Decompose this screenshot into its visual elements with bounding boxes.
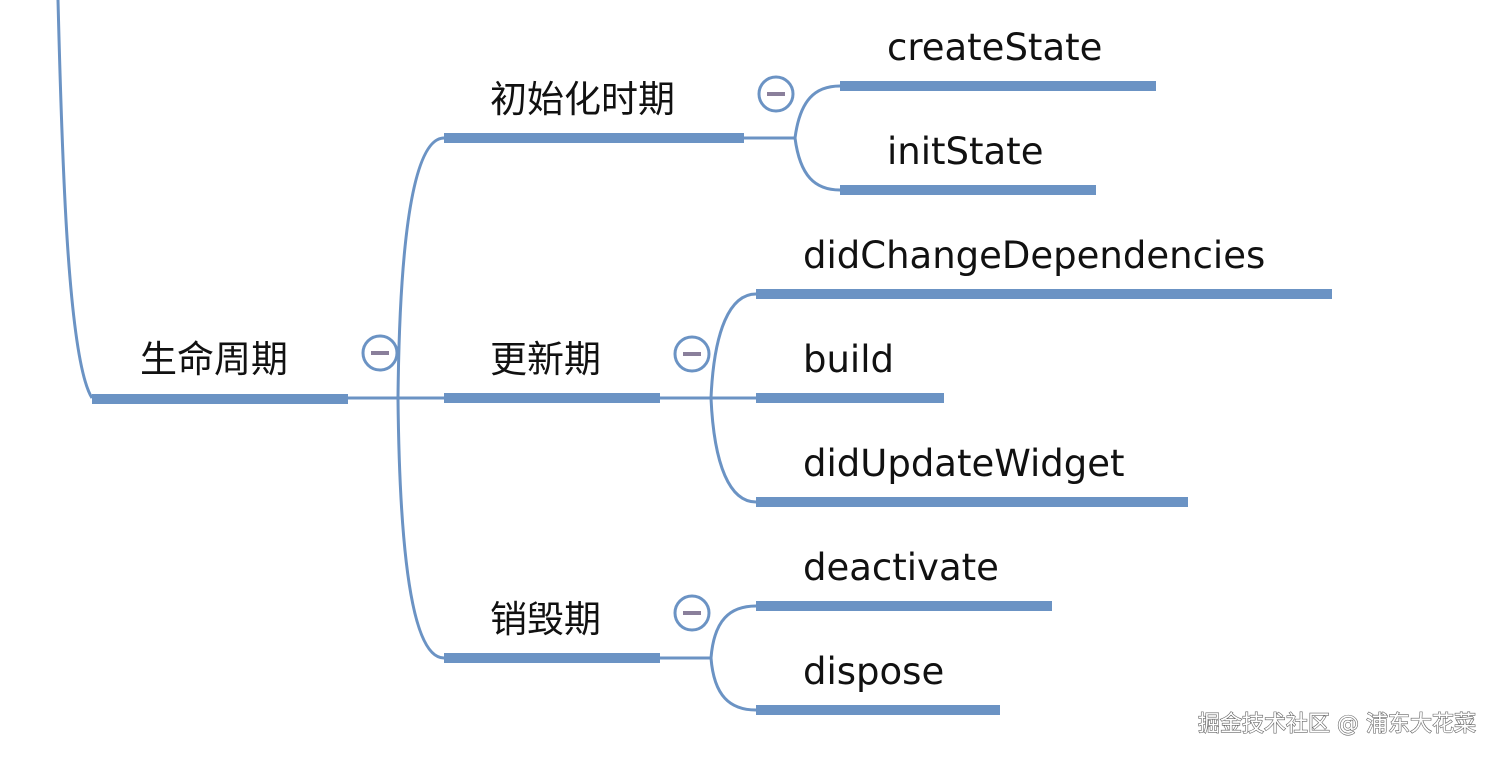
branch-update: 更新期 didChangeDependencies build didUpdat…	[444, 234, 1332, 507]
branch-destroy: 销毁期 deactivate dispose	[444, 546, 1052, 715]
destroy-connectors	[660, 604, 757, 712]
parent-connector	[56, 0, 94, 399]
leaf-initState[interactable]: initState	[840, 130, 1096, 195]
node-update-underline	[444, 393, 660, 403]
update-collapse-toggle[interactable]	[673, 335, 711, 373]
node-init-underline	[444, 133, 744, 143]
minus-circle-icon	[371, 351, 389, 355]
leaf-build-label: build	[803, 338, 894, 381]
leaf-build-underline	[756, 393, 944, 403]
update-connectors	[660, 292, 757, 504]
root-connectors	[348, 136, 445, 660]
leaf-didUpdateWidget-underline	[756, 497, 1188, 507]
node-destroy[interactable]: 销毁期	[444, 598, 660, 663]
leaf-deactivate-label: deactivate	[803, 546, 999, 589]
minus-circle-icon	[683, 611, 701, 615]
leaf-createState-label: createState	[887, 26, 1102, 69]
leaf-createState-underline	[840, 81, 1156, 91]
node-update-label: 更新期	[490, 338, 601, 381]
root-node[interactable]: 生命周期	[92, 338, 348, 404]
leaf-initState-underline	[840, 185, 1096, 195]
leaf-deactivate[interactable]: deactivate	[756, 546, 1052, 611]
root-label: 生命周期	[140, 338, 288, 381]
node-init[interactable]: 初始化时期	[444, 78, 744, 143]
leaf-dispose[interactable]: dispose	[756, 650, 1000, 715]
leaf-didChangeDependencies-underline	[756, 289, 1332, 299]
branch-init: 初始化时期 createState initState	[444, 26, 1156, 195]
leaf-initState-label: initState	[887, 130, 1043, 173]
destroy-collapse-toggle[interactable]	[673, 594, 711, 632]
node-destroy-label: 销毁期	[490, 598, 601, 641]
node-destroy-underline	[444, 653, 660, 663]
init-collapse-toggle[interactable]	[757, 75, 795, 113]
leaf-dispose-label: dispose	[803, 650, 944, 693]
root-underline	[92, 394, 348, 404]
leaf-deactivate-underline	[756, 601, 1052, 611]
leaf-didUpdateWidget-label: didUpdateWidget	[803, 442, 1125, 485]
leaf-createState[interactable]: createState	[840, 26, 1156, 91]
init-connectors	[744, 84, 841, 192]
node-init-label: 初始化时期	[490, 78, 675, 121]
minus-circle-icon	[767, 92, 785, 96]
node-update[interactable]: 更新期	[444, 338, 660, 403]
root-collapse-toggle[interactable]	[361, 334, 399, 372]
leaf-dispose-underline	[756, 705, 1000, 715]
minus-circle-icon	[683, 352, 701, 356]
leaf-didUpdateWidget[interactable]: didUpdateWidget	[756, 442, 1188, 507]
leaf-didChangeDependencies-label: didChangeDependencies	[803, 234, 1265, 277]
watermark: 掘金技术社区 @ 浦东大花菜	[1198, 712, 1476, 737]
leaf-didChangeDependencies[interactable]: didChangeDependencies	[756, 234, 1332, 299]
leaf-build[interactable]: build	[756, 338, 944, 403]
